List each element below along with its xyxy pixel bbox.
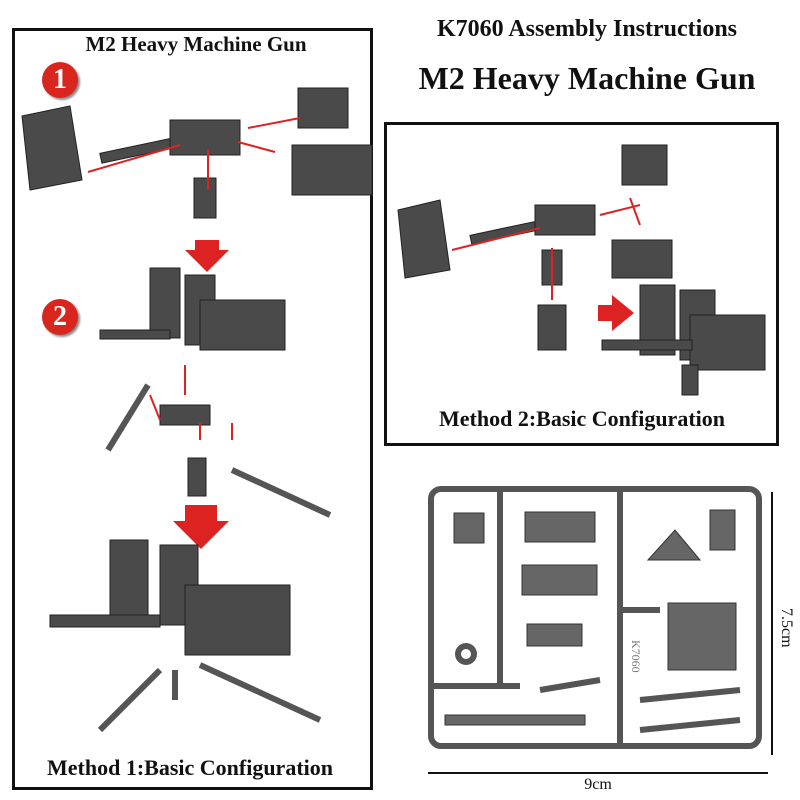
method-2-parts (397, 144, 766, 396)
method-1-panel (12, 28, 373, 790)
left-panel-title: M2 Heavy Machine Gun (85, 32, 307, 56)
step-2-parts (99, 267, 332, 518)
sprue-mold-text: K7060 (629, 640, 643, 673)
step-2-badge: 2 (42, 299, 78, 335)
down-arrow-icon (185, 240, 229, 272)
step-1-badge: 1 (42, 62, 78, 98)
method-2-panel (384, 122, 779, 446)
height-dimension-label: 7.5cm (778, 608, 795, 648)
method-1-caption: Method 1:Basic Configuration (47, 755, 333, 780)
parts-sprue: K7060 (428, 486, 773, 774)
sheet-title: K7060 Assembly Instructions (436, 16, 738, 42)
product-title: M2 Heavy Machine Gun (418, 60, 756, 96)
method-2-caption: Method 2:Basic Configuration (439, 406, 725, 431)
down-arrow-icon (173, 505, 229, 549)
step-1-parts (21, 87, 373, 219)
assembled-gun-method-1 (49, 539, 322, 733)
width-dimension-label: 9cm (584, 776, 612, 793)
